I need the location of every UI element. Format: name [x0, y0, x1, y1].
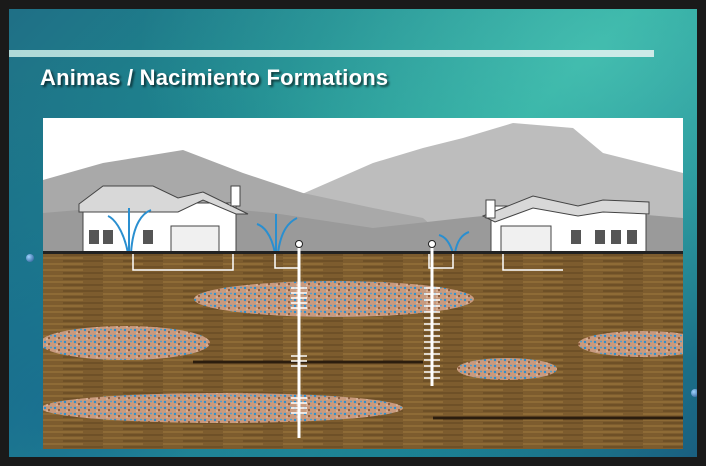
slide-title: Animas / Nacimiento Formations [40, 65, 389, 90]
slide: Animas / Nacimiento Formations [9, 9, 697, 457]
house-icon [481, 195, 650, 254]
cross-section-diagram [43, 118, 683, 449]
well-icon [424, 240, 440, 386]
well-icon [291, 240, 307, 438]
bullet-dot-left [26, 254, 34, 262]
fountain-icon [107, 208, 152, 254]
gravel-aquifer-lens [457, 358, 557, 380]
gravel-aquifer-lens [43, 326, 210, 360]
gravel-aquifer-lens [194, 281, 474, 317]
fountain-icon [438, 231, 470, 254]
title-rule [9, 50, 654, 57]
gravel-aquifer-lens [43, 393, 403, 423]
fountain-icon [256, 214, 298, 254]
bullet-dot-right [691, 389, 697, 397]
gravel-aquifer-lens [578, 331, 683, 357]
formation-illustration [43, 118, 683, 449]
house-icon [78, 185, 249, 254]
